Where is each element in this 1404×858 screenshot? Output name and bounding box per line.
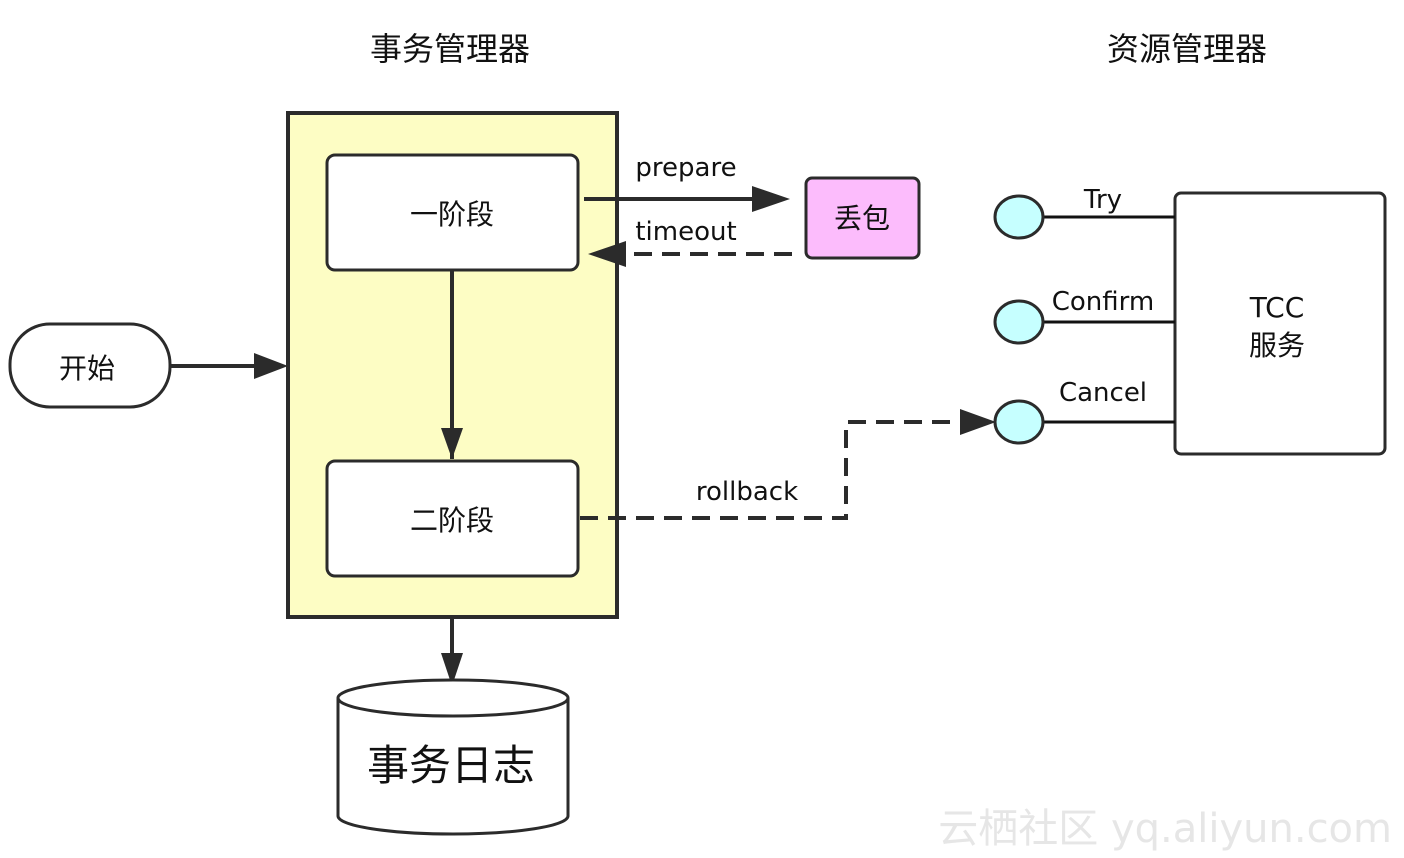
- transaction-log-label: 事务日志: [367, 741, 535, 790]
- watermark: 云栖社区 yq.aliyun.com: [938, 806, 1392, 852]
- start-label: 开始: [59, 352, 115, 385]
- start-arrowhead: [254, 353, 288, 379]
- transaction-manager-header: 事务管理器: [370, 30, 530, 68]
- confirm-interface-node[interactable]: [993, 299, 1045, 345]
- confirm-label: Confirm: [1052, 287, 1154, 317]
- phase-flow-arrowhead: [441, 428, 463, 459]
- prepare-label: prepare: [635, 153, 736, 183]
- rollback-label: rollback: [696, 477, 798, 507]
- resource-manager-header: 资源管理器: [1107, 30, 1267, 68]
- phase-two-box[interactable]: [325, 459, 580, 578]
- try-label: Try: [1083, 185, 1122, 215]
- phase-two-label: 二阶段: [410, 504, 494, 537]
- timeout-label: timeout: [635, 217, 736, 247]
- transaction-log-cylinder[interactable]: [336, 678, 570, 836]
- tcc-service-label-line1: TCC: [1249, 291, 1305, 324]
- phase-one-label: 一阶段: [410, 198, 494, 231]
- packet-loss-box[interactable]: [804, 176, 921, 260]
- packet-loss-label: 丢包: [834, 202, 890, 235]
- log-arrowhead: [441, 653, 463, 686]
- rollback-arrow: [580, 420, 962, 520]
- prepare-arrowhead: [752, 186, 790, 212]
- rollback-arrowhead: [960, 409, 996, 435]
- timeout-arrowhead: [588, 241, 626, 267]
- try-interface-node[interactable]: [993, 194, 1045, 240]
- tcc-service-label-line2: 服务: [1249, 329, 1305, 362]
- cancel-interface-node[interactable]: [993, 399, 1045, 445]
- cancel-label: Cancel: [1059, 378, 1147, 408]
